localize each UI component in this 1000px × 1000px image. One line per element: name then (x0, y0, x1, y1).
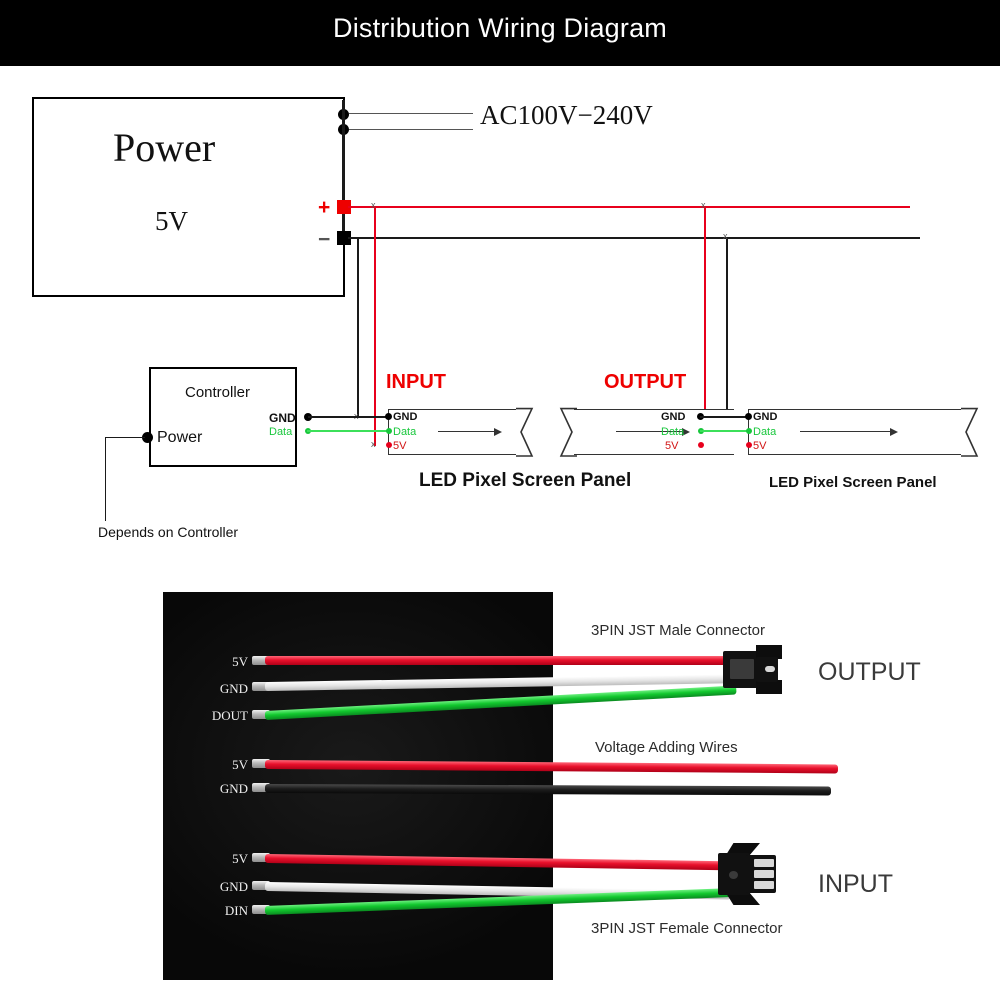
header-bar (0, 0, 1000, 66)
jst-male-wing-bottom (756, 680, 782, 694)
strip2-gnd-label: GND (661, 411, 686, 423)
strip1-data-label: Data (393, 426, 417, 438)
bus-gnd-drop-right (726, 238, 728, 418)
led-strip-3-arrow-head (890, 428, 898, 436)
jst-male-connector-note: 3PIN JST Male Connector (591, 622, 765, 639)
output-wire-label-gnd: GND (219, 681, 248, 696)
led-strip-1-arrow-head (494, 428, 502, 436)
output-wire-tip-dout (252, 710, 270, 719)
output-wire-label-dout: DOUT (211, 708, 248, 723)
led-strip-2-arrow-head (682, 428, 690, 436)
voltage-wire-tip-5v (252, 759, 270, 768)
controller-gnd-label: GND (269, 411, 296, 425)
cross-mark-3: x (723, 231, 728, 241)
strip3-gnd-label: GND (753, 411, 778, 423)
input-wire-label-5v: 5V (232, 851, 248, 866)
strip1-5v-dot (386, 442, 392, 448)
strip2-data-label: Data (661, 426, 685, 438)
jst-female-pin-1 (754, 859, 774, 867)
jst-female-connector (718, 843, 784, 905)
panel-caption-1: LED Pixel Screen Panel (419, 470, 632, 491)
strip2-5v-dot (698, 442, 704, 448)
power-supply-box (32, 97, 345, 297)
power-right-spine (342, 100, 345, 245)
strip2-5v-label: 5V (665, 440, 679, 452)
depends-on-controller-note: Depends on Controller (98, 524, 239, 540)
jst-male-pin (765, 666, 775, 672)
depends-leader-horizontal (105, 437, 145, 439)
controller-gnd-wire (308, 416, 390, 418)
output-wire-tip-5v (252, 656, 270, 665)
input-wire-label-din: DIN (224, 903, 248, 918)
jst-male-connector (723, 645, 785, 694)
bus-5v-horizontal (348, 206, 910, 208)
controller-title: Controller (185, 384, 251, 401)
jst-female-connector-note: 3PIN JST Female Connector (591, 920, 783, 937)
strip2-to-strip3-data (700, 430, 750, 433)
controller-power-dot (142, 432, 153, 443)
jst-female-latch-top (726, 843, 760, 855)
led-strip-3-break (961, 407, 979, 457)
output-side-label: OUTPUT (818, 658, 921, 686)
voltage-wire-label-5v: 5V (232, 757, 248, 772)
led-strip-2-arrow-line (616, 431, 684, 433)
led-strip-2-break (559, 407, 577, 457)
jst-male-slot (730, 659, 754, 679)
jst-female-pin-3 (754, 881, 774, 889)
jst-female-latch-bottom (726, 893, 760, 905)
page-title: Distribution Wiring Diagram (333, 13, 667, 43)
depends-leader-vertical (105, 437, 107, 521)
voltage-adding-wires-note: Voltage Adding Wires (595, 739, 738, 756)
led-strip-3-arrow-line (800, 431, 892, 433)
input-wire-tip-5v (252, 853, 270, 862)
strip3-data-dot (746, 428, 752, 434)
jst-male-wing-top (756, 645, 782, 659)
controller-power-label: Power (157, 429, 203, 446)
positive-symbol: + (318, 196, 331, 219)
ac-input-label: AC100V−240V (480, 100, 653, 130)
power-supply-voltage: 5V (155, 206, 188, 236)
negative-terminal (337, 231, 351, 245)
input-wire-label-gnd: GND (219, 879, 248, 894)
bus-gnd-drop-left (357, 238, 359, 418)
tag-output: OUTPUT (604, 371, 687, 393)
ac-lead-top (349, 113, 473, 115)
strip2-to-strip3-gnd (700, 416, 750, 418)
led-strip-1-arrow-line (438, 431, 496, 433)
strip1-gnd-label: GND (393, 411, 418, 423)
bus-gnd-horizontal (348, 237, 920, 239)
input-wire-tip-din (252, 905, 270, 914)
strip1-gnd-dot (385, 413, 392, 420)
strip3-5v-label: 5V (753, 440, 767, 452)
bus-5v-drop-right (704, 207, 706, 446)
output-wire-tip-gnd (252, 682, 270, 691)
jst-female-pin-2 (754, 870, 774, 878)
power-supply-label: Power (113, 125, 216, 170)
output-cable-5v (265, 656, 730, 665)
controller-data-label: Data (269, 426, 293, 438)
led-strip-1-break (516, 407, 534, 457)
input-wire-tip-gnd (252, 881, 270, 890)
voltage-wire-label-gnd: GND (219, 781, 248, 796)
tag-input: INPUT (386, 371, 446, 393)
ac-lead-bottom (349, 129, 473, 131)
strip1-5v-label: 5V (393, 440, 407, 452)
cross-mark-2: x (701, 200, 706, 210)
voltage-wire-tip-gnd (252, 783, 270, 792)
bus-5v-drop-left (374, 207, 376, 446)
positive-terminal (337, 200, 351, 214)
input-side-label: INPUT (818, 870, 893, 898)
jst-female-boss (729, 871, 738, 879)
negative-symbol: − (318, 228, 331, 251)
strip3-data-label: Data (753, 426, 777, 438)
controller-box (149, 367, 297, 467)
output-wire-label-5v: 5V (232, 654, 248, 669)
panel-caption-2: LED Pixel Screen Panel (769, 474, 937, 491)
strip3-5v-dot (746, 442, 752, 448)
cross-mark-1: x (371, 200, 376, 210)
cross-mark-6: x (371, 439, 376, 449)
strip3-gnd-dot (745, 413, 752, 420)
strip1-data-dot (386, 428, 392, 434)
controller-data-wire (307, 430, 390, 433)
